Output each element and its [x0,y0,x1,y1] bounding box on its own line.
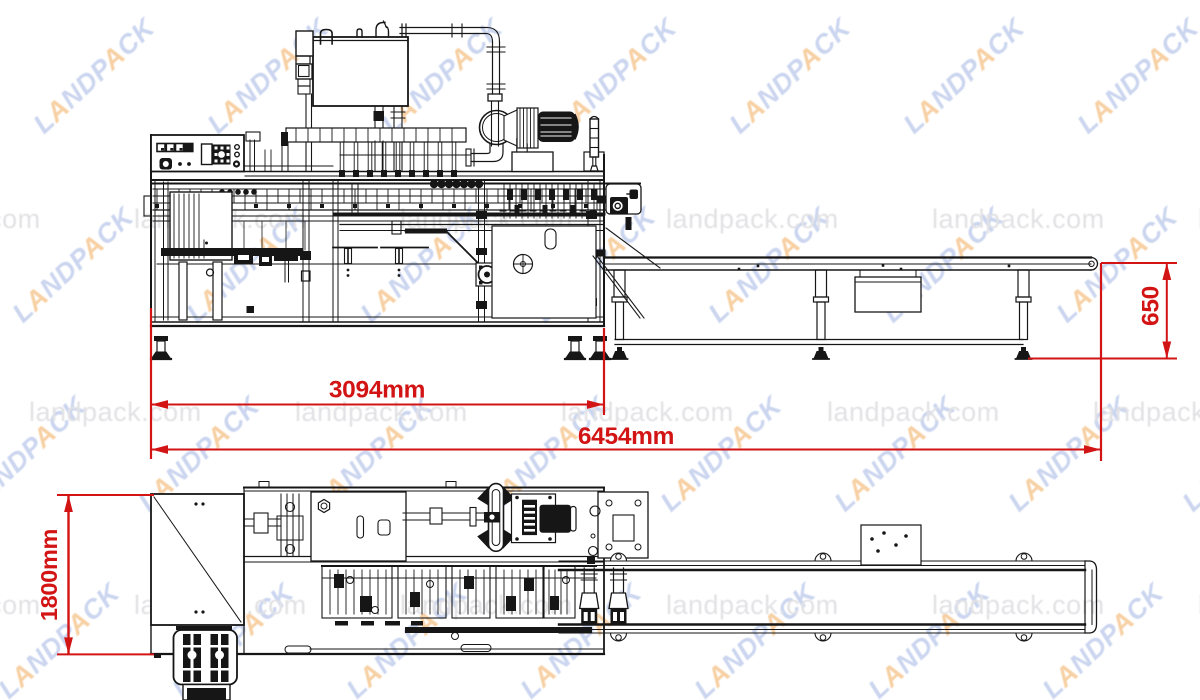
svg-text:3094mm: 3094mm [329,377,425,404]
svg-text:landpack.com: landpack.com [29,397,202,427]
svg-text:landpack.com: landpack.com [0,204,41,234]
svg-text:6454mm: 6454mm [578,423,674,450]
svg-text:landpack.com: landpack.com [1093,397,1200,427]
svg-text:1800mm: 1800mm [36,529,62,621]
svg-text:landpack.com: landpack.com [400,590,573,620]
svg-text:landpack.com: landpack.com [1198,590,1200,620]
svg-text:landpack.com: landpack.com [666,590,839,620]
svg-text:650: 650 [1138,286,1165,326]
svg-text:landpack.com: landpack.com [827,397,1000,427]
svg-text:landpack.com: landpack.com [1198,204,1200,234]
svg-text:landpack.com: landpack.com [932,590,1105,620]
svg-text:landpack.com: landpack.com [295,397,468,427]
svg-text:landpack.com: landpack.com [932,204,1105,234]
svg-text:landpack.com: landpack.com [0,590,41,620]
svg-text:LANDPACK: LANDPACK [28,11,162,139]
svg-text:landpack.com: landpack.com [666,204,839,234]
